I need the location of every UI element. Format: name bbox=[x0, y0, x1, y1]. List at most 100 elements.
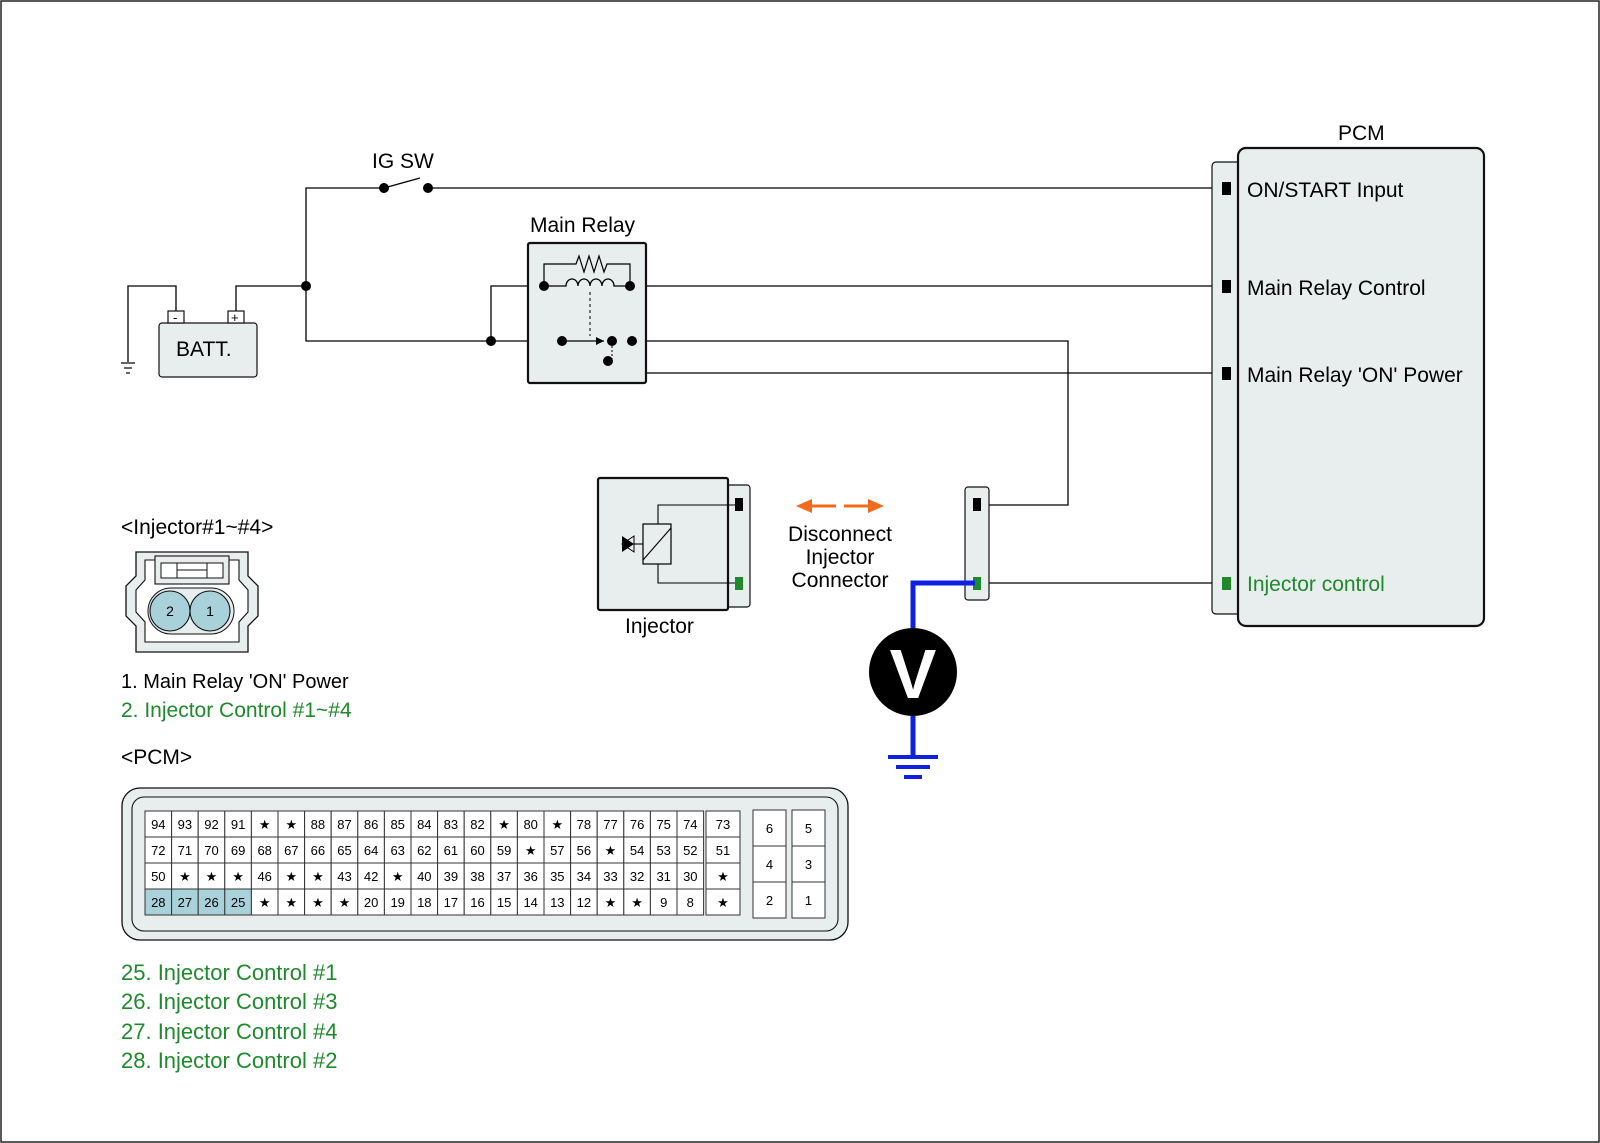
pcm-pin-cell bbox=[224, 862, 252, 890]
battery-plus-label: + bbox=[231, 310, 239, 325]
pcm-pin-cell-label: 2 bbox=[766, 893, 773, 908]
pcm-pin-cell-label: 65 bbox=[337, 843, 351, 858]
pcm-pin-cell-label: 5 bbox=[805, 821, 812, 836]
pcm-pin-cell-label: 51 bbox=[716, 843, 730, 858]
injector-legend-2: 2. Injector Control #1~#4 bbox=[121, 699, 352, 722]
pcm-pin-cell bbox=[752, 845, 787, 883]
pcm-pin-cell-label: 73 bbox=[716, 817, 730, 832]
pcm-pin-cell-label: 33 bbox=[603, 869, 617, 884]
pcm-pin-cell-label: 63 bbox=[390, 843, 404, 858]
pcm-pin-cell-label: 30 bbox=[683, 869, 697, 884]
pcm-pin-cell-label: ★ bbox=[312, 869, 324, 884]
pcm-pin-cell bbox=[383, 888, 412, 916]
pcm-pin-cell-label: 32 bbox=[630, 869, 644, 884]
pcm-pin-cell-label: 8 bbox=[687, 895, 694, 910]
pcm-pin-cell-label: ★ bbox=[631, 895, 643, 910]
pcm-pin-cell bbox=[516, 836, 545, 864]
pcm-pin-cell bbox=[649, 810, 678, 838]
pcm-pin-cell-label: 76 bbox=[630, 817, 644, 832]
pcm-pin-cell-label: ★ bbox=[339, 895, 351, 910]
pcm-pin-cell-label: 70 bbox=[204, 843, 218, 858]
pcm-pin-cell-label: 72 bbox=[151, 843, 165, 858]
pcm-pin-cell bbox=[752, 881, 787, 919]
pcm-pin-cell-label: 36 bbox=[523, 869, 537, 884]
pcm-pin-cell bbox=[144, 862, 173, 890]
pcm-pin-cell bbox=[357, 888, 385, 916]
disconnect-line2: Injector bbox=[806, 546, 875, 569]
pcm-pin-cell bbox=[304, 836, 332, 864]
pcm-pin-cell-label: 37 bbox=[497, 869, 511, 884]
pcm-pin-cell-label: 64 bbox=[364, 843, 378, 858]
pcm-pin-cell-label: 17 bbox=[444, 895, 458, 910]
pcm-pin-cell bbox=[171, 862, 199, 890]
pcm-pin-cell-label: 50 bbox=[151, 869, 165, 884]
pcm-pin-cell bbox=[277, 810, 306, 838]
pcm-pin-cell-label: ★ bbox=[206, 869, 218, 884]
pcm-pin-cell bbox=[623, 810, 651, 838]
pcm-legend-26: 26. Injector Control #3 bbox=[121, 989, 337, 1014]
disconnect-arrows-icon bbox=[796, 499, 884, 513]
pcm-pin-cell bbox=[596, 810, 625, 838]
pcm-pin-cell bbox=[705, 888, 741, 916]
pcm-pin-cell-label: 16 bbox=[470, 895, 484, 910]
injector-pin-1: 1 bbox=[206, 603, 214, 619]
pcm-pin-cell-label: 18 bbox=[417, 895, 431, 910]
pcm-pin-cell bbox=[570, 810, 598, 838]
pcm-pin-cell bbox=[516, 888, 545, 916]
pcm-pin-cell bbox=[752, 809, 787, 847]
injector-label: Injector bbox=[625, 615, 694, 638]
pcm-block: PCM ON/START Input Main Relay Control Ma… bbox=[1211, 122, 1486, 628]
pcm-pin-cell bbox=[410, 888, 439, 916]
pcm-pin-cell-label: 34 bbox=[577, 869, 591, 884]
pcm-pin-cell-label: 54 bbox=[630, 843, 644, 858]
pcm-pin-cell bbox=[596, 862, 625, 890]
pcm-pin-cell-label: 75 bbox=[656, 817, 670, 832]
pcm-pin-cell-label: 31 bbox=[656, 869, 670, 884]
pcm-pin-cell-label: ★ bbox=[605, 843, 617, 858]
pcm-pin-cell bbox=[197, 888, 226, 916]
pcm-legend-27: 27. Injector Control #4 bbox=[121, 1019, 337, 1044]
pcm-pin-cell bbox=[330, 862, 359, 890]
harness-connector bbox=[964, 486, 990, 601]
pcm-pin-cell-label: 1 bbox=[805, 893, 812, 908]
pcm-pin-cell bbox=[543, 888, 572, 916]
pcm-pin-cell-label: 6 bbox=[766, 821, 773, 836]
pcm-pin-cell-label: 56 bbox=[577, 843, 591, 858]
pcm-pin-cell bbox=[357, 836, 385, 864]
voltmeter: V bbox=[869, 580, 975, 779]
pcm-pin-cell-label: 40 bbox=[417, 869, 431, 884]
pcm-pin-cell-label: ★ bbox=[285, 895, 297, 910]
pcm-connector-title: <PCM> bbox=[121, 746, 192, 769]
pcm-pin-cell-label: ★ bbox=[259, 895, 271, 910]
pcm-pin-cell-label: 59 bbox=[497, 843, 511, 858]
pcm-pin-cell bbox=[705, 810, 741, 838]
pcm-pin-cell bbox=[543, 862, 572, 890]
pcm-pin-cell bbox=[410, 810, 439, 838]
pcm-pin-cell bbox=[277, 862, 306, 890]
pcm-pin-cell bbox=[144, 836, 173, 864]
pcm-pin-cell-label: 15 bbox=[497, 895, 511, 910]
pcm-pin-cell-label: 52 bbox=[683, 843, 697, 858]
pcm-pin-cell bbox=[357, 862, 385, 890]
injector: Injector bbox=[596, 476, 751, 638]
pcm-pin-cell-label: 13 bbox=[550, 895, 564, 910]
pcm-pin-cell bbox=[437, 836, 465, 864]
pcm-pin-cell-label: 62 bbox=[417, 843, 431, 858]
main-relay: Main Relay bbox=[526, 214, 648, 385]
pcm-pin-cell bbox=[791, 809, 826, 847]
battery-ground-icon bbox=[121, 362, 135, 374]
pcm-pin-cell-label: 4 bbox=[766, 857, 773, 872]
pcm-pin-cell-label: 92 bbox=[204, 817, 218, 832]
pcm-pin-cell-label: ★ bbox=[312, 895, 324, 910]
pcm-pin-cell-label: 27 bbox=[178, 895, 192, 910]
pcm-legend: 25. Injector Control #1 26. Injector Con… bbox=[121, 960, 337, 1073]
disconnect-line1: Disconnect bbox=[788, 523, 892, 546]
disconnect-note: Disconnect Injector Connector bbox=[788, 523, 892, 592]
pcm-pin-cell-label: 57 bbox=[550, 843, 564, 858]
pcm-pin-cell-label: 74 bbox=[683, 817, 697, 832]
injector-pin-2: 2 bbox=[166, 603, 174, 619]
pcm-pin-cell bbox=[490, 836, 518, 864]
battery-label: BATT. bbox=[176, 338, 232, 361]
pcm-pin-cell bbox=[171, 888, 199, 916]
